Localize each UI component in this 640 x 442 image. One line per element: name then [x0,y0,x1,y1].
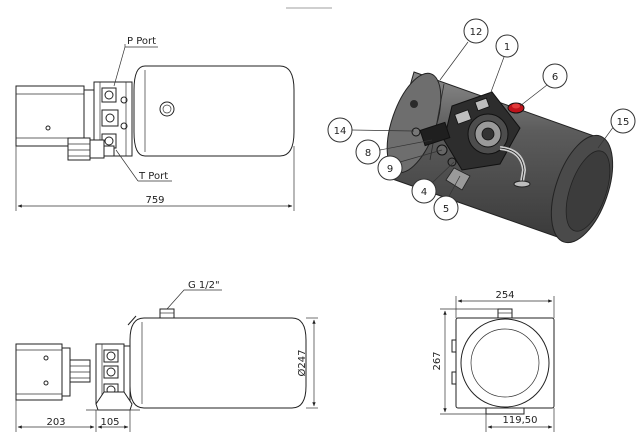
balloon-15-text: 15 [617,117,630,128]
top-tank [133,65,295,157]
iso-view: 12 1 6 14 15 8 9 [327,18,636,244]
dim-diameter: Ø247 [296,317,318,409]
balloon-9: 9 [377,149,443,181]
balloon-14: 14 [327,117,415,143]
g-port-callout: G 1/2" [166,280,222,310]
balloon-6-text: 6 [552,72,558,83]
p-port-callout: P Port [113,36,158,87]
dim-front-manifold-value: 105 [100,417,119,428]
end-view: 254 267 119,50 [432,290,555,432]
top-solenoid [67,137,115,161]
g-port-label: G 1/2" [188,280,220,291]
balloon-12: 12 [439,18,489,81]
dim-diameter-value: Ø247 [296,350,308,377]
iso-filler-cap [507,102,525,114]
balloon-4: 4 [411,161,455,204]
dim-end-offset-value: 119,50 [503,415,538,426]
dim-end-offset: 119,50 [485,408,555,432]
balloon-4-text: 4 [421,187,427,198]
iso-solenoid [411,121,457,167]
iso-manifold [443,91,521,171]
front-solenoid [69,359,91,383]
top-view: P Port T Port 759 [15,36,295,211]
dim-front-motor: 203 [15,400,97,432]
t-port-label: T Port [138,171,168,182]
p-port-label: P Port [127,36,156,47]
balloon-1: 1 [487,34,519,101]
balloon-1-text: 1 [504,42,510,53]
dim-end-width-value: 254 [495,290,514,301]
dim-front-motor-value: 203 [46,417,65,428]
balloon-15: 15 [597,108,636,149]
balloon-5: 5 [433,175,461,221]
dim-front-manifold: 105 [97,410,131,432]
balloon-12-text: 12 [470,27,483,38]
dim-top-length-value: 759 [145,195,164,206]
balloon-6: 6 [519,63,568,107]
front-view: G 1/2" Ø247 203 105 [15,280,318,432]
front-tank [127,308,307,409]
dim-end-height-value: 267 [432,351,443,370]
balloon-9-text: 9 [387,164,393,175]
iso-pipe [499,146,531,188]
front-bracket [86,391,140,411]
dim-end-width: 254 [455,290,555,318]
balloon-8-text: 8 [365,148,371,159]
balloon-5-text: 5 [443,204,449,215]
front-motor [15,343,71,401]
t-port-callout: T Port [115,149,172,182]
top-motor [15,85,95,147]
balloon-14-text: 14 [334,126,347,137]
dim-top-length: 759 [15,146,295,211]
balloon-8: 8 [355,139,433,165]
dim-end-height: 267 [432,308,498,415]
end-tank [451,308,555,415]
